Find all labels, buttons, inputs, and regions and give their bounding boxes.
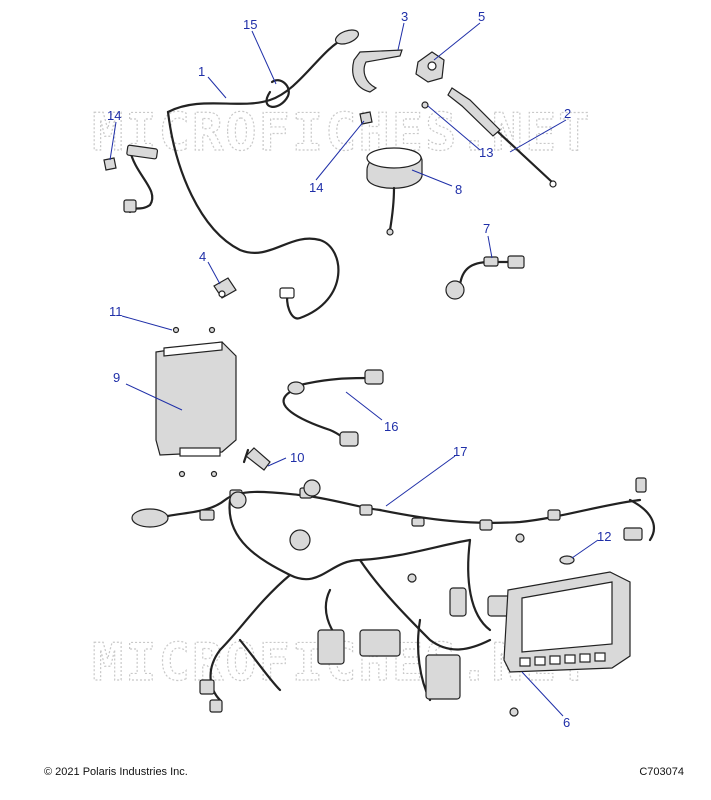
callout-13: 13 xyxy=(479,145,493,160)
callout-16: 16 xyxy=(384,419,398,434)
callout-3: 3 xyxy=(401,9,408,24)
part-13-nut xyxy=(421,101,429,109)
callout-14-a: 14 xyxy=(107,108,121,123)
callout-12: 12 xyxy=(597,529,611,544)
part-17-main-harness xyxy=(131,477,656,717)
display-buttons xyxy=(519,652,606,667)
part-7-sensor xyxy=(445,255,525,300)
callout-11: 11 xyxy=(109,304,123,319)
part-5-antenna-mount xyxy=(415,51,445,83)
callout-17: 17 xyxy=(453,444,467,459)
copyright-text: © 2021 Polaris Industries Inc. xyxy=(44,766,188,778)
part-2-antenna-mast xyxy=(447,87,557,188)
callouts: 1 15 3 5 2 13 14 14 8 7 4 11 9 10 16 17 … xyxy=(107,9,611,730)
callout-9: 9 xyxy=(113,370,120,385)
part-8-gps-receiver xyxy=(366,147,423,236)
part-11-screws xyxy=(172,326,216,334)
callout-4: 4 xyxy=(199,249,206,264)
part-1-antenna-cable xyxy=(166,29,360,320)
part-9-control-module xyxy=(155,341,237,478)
callout-1: 1 xyxy=(198,64,205,79)
part-3-bracket xyxy=(352,49,403,93)
leader-lines xyxy=(109,22,599,717)
callout-14-b: 14 xyxy=(309,180,323,195)
callout-5: 5 xyxy=(478,9,485,24)
diagram-code: C703074 xyxy=(639,766,684,778)
callout-15: 15 xyxy=(243,17,257,32)
part-4-connector xyxy=(213,277,237,299)
watermark-top: MICROFICHES.NET xyxy=(92,103,592,163)
part-12-grommet xyxy=(559,555,575,565)
callout-2: 2 xyxy=(564,106,571,121)
part-14-screw-a xyxy=(359,111,373,125)
part-16-jumper-harness xyxy=(282,369,384,447)
callout-8: 8 xyxy=(455,182,462,197)
callout-6: 6 xyxy=(563,715,570,730)
ground-strap xyxy=(123,144,159,214)
callout-7: 7 xyxy=(483,221,490,236)
part-6-display xyxy=(503,571,631,673)
part-10-connector xyxy=(242,447,271,471)
callout-10: 10 xyxy=(290,450,304,465)
